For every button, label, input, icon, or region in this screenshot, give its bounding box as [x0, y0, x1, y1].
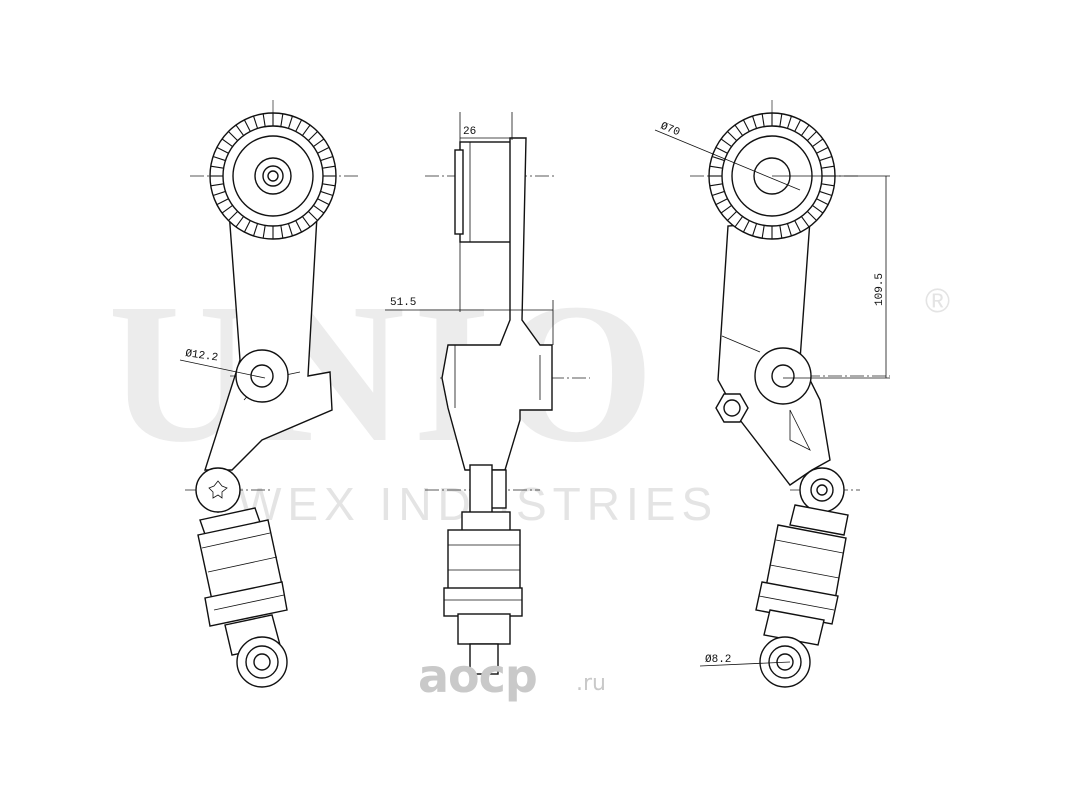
- side-view: 26 51.5: [385, 112, 590, 690]
- pulley-rib: [243, 119, 251, 132]
- pulley-rib: [711, 156, 725, 162]
- pulley-rib: [711, 190, 725, 196]
- pulley-rib: [235, 124, 245, 136]
- pulley-rib: [307, 210, 318, 221]
- pulley-rib: [715, 146, 728, 154]
- pulley-rib: [287, 115, 293, 129]
- pulley-rib: [752, 115, 758, 129]
- pulley-rib: [317, 146, 330, 154]
- pulley-rib: [212, 156, 226, 162]
- pulley-rib: [806, 210, 817, 221]
- pulley-rib: [742, 220, 750, 233]
- pulley-rib: [794, 220, 802, 233]
- pulley-rib: [819, 156, 833, 162]
- pulley-rib: [786, 223, 792, 237]
- dim-center-distance: 109.5: [874, 273, 886, 306]
- pulley-rib: [280, 225, 284, 239]
- pulley-rib: [313, 204, 325, 214]
- pulley-rib: [734, 124, 744, 136]
- dim-pulley-width: 26: [463, 126, 476, 138]
- dim-offset: 51.5: [390, 297, 416, 309]
- pulley-rib: [313, 138, 325, 148]
- pulley-rib: [800, 216, 810, 228]
- pulley-rib: [742, 119, 750, 132]
- pulley-rib: [727, 210, 738, 221]
- pulley-rib: [794, 119, 802, 132]
- pulley-rib: [812, 138, 824, 148]
- pulley-rib: [295, 220, 303, 233]
- pulley-rib: [821, 183, 835, 187]
- pulley-rib: [752, 223, 758, 237]
- pulley-rib: [221, 204, 233, 214]
- left-view: Ø12.2: [179, 100, 360, 688]
- pulley-rib: [262, 225, 266, 239]
- pulley-rib: [819, 190, 833, 196]
- watermark-registered-mark: ®: [925, 282, 950, 320]
- pulley-rib: [821, 165, 835, 169]
- logo-name: aocp: [418, 649, 537, 703]
- pulley-rib: [720, 138, 732, 148]
- pulley-rib: [228, 131, 239, 142]
- pulley-rib: [779, 113, 783, 127]
- left-pulley: [209, 112, 337, 240]
- pulley-rib: [320, 156, 334, 162]
- pulley-rib: [210, 183, 224, 187]
- pulley-rib: [727, 131, 738, 142]
- right-damper: [755, 504, 849, 688]
- site-logo: aocp .ru: [418, 649, 606, 703]
- pulley-rib: [734, 216, 744, 228]
- pulley-rib: [322, 183, 336, 187]
- pulley-rib: [295, 119, 303, 132]
- pulley-rib: [307, 131, 318, 142]
- pulley-rib: [235, 216, 245, 228]
- pulley-rib: [322, 165, 336, 169]
- side-damper: [443, 511, 523, 675]
- pulley-rib: [720, 204, 732, 214]
- pulley-rib: [301, 216, 311, 228]
- left-damper: [197, 507, 288, 688]
- pulley-rib: [243, 220, 251, 233]
- dim-lower-bore: Ø8.2: [705, 654, 731, 666]
- pulley-rib: [262, 113, 266, 127]
- pulley-rib: [253, 115, 259, 129]
- pulley-rib: [221, 138, 233, 148]
- right-view: Ø70 109.5 Ø8.2: [654, 100, 890, 688]
- dim-bore-diameter: Ø12.2: [184, 348, 218, 364]
- pulley-rib: [816, 146, 829, 154]
- pulley-rib: [786, 115, 792, 129]
- pulley-rib: [816, 198, 829, 206]
- pulley-rib: [761, 113, 765, 127]
- pulley-rib: [228, 210, 239, 221]
- pulley-rib: [779, 225, 783, 239]
- pulley-rib: [320, 190, 334, 196]
- pulley-rib: [709, 165, 723, 169]
- pulley-rib: [212, 190, 226, 196]
- pulley-rib: [800, 124, 810, 136]
- pulley-rib: [216, 146, 229, 154]
- pulley-rib: [287, 223, 293, 237]
- pulley-rib: [806, 131, 817, 142]
- pulley-rib: [715, 198, 728, 206]
- watermark: UNIO ® WEX INDUSTRIES: [108, 263, 950, 530]
- pulley-rib: [216, 198, 229, 206]
- pulley-rib: [280, 113, 284, 127]
- pulley-rib: [761, 225, 765, 239]
- watermark-brand: UNIO: [108, 263, 662, 484]
- logo-suffix: .ru: [576, 671, 606, 696]
- pulley-rib: [210, 165, 224, 169]
- pulley-rib: [301, 124, 311, 136]
- pulley-rib: [253, 223, 259, 237]
- pulley-rib: [812, 204, 824, 214]
- pulley-rib: [317, 198, 330, 206]
- pulley-rib: [709, 183, 723, 187]
